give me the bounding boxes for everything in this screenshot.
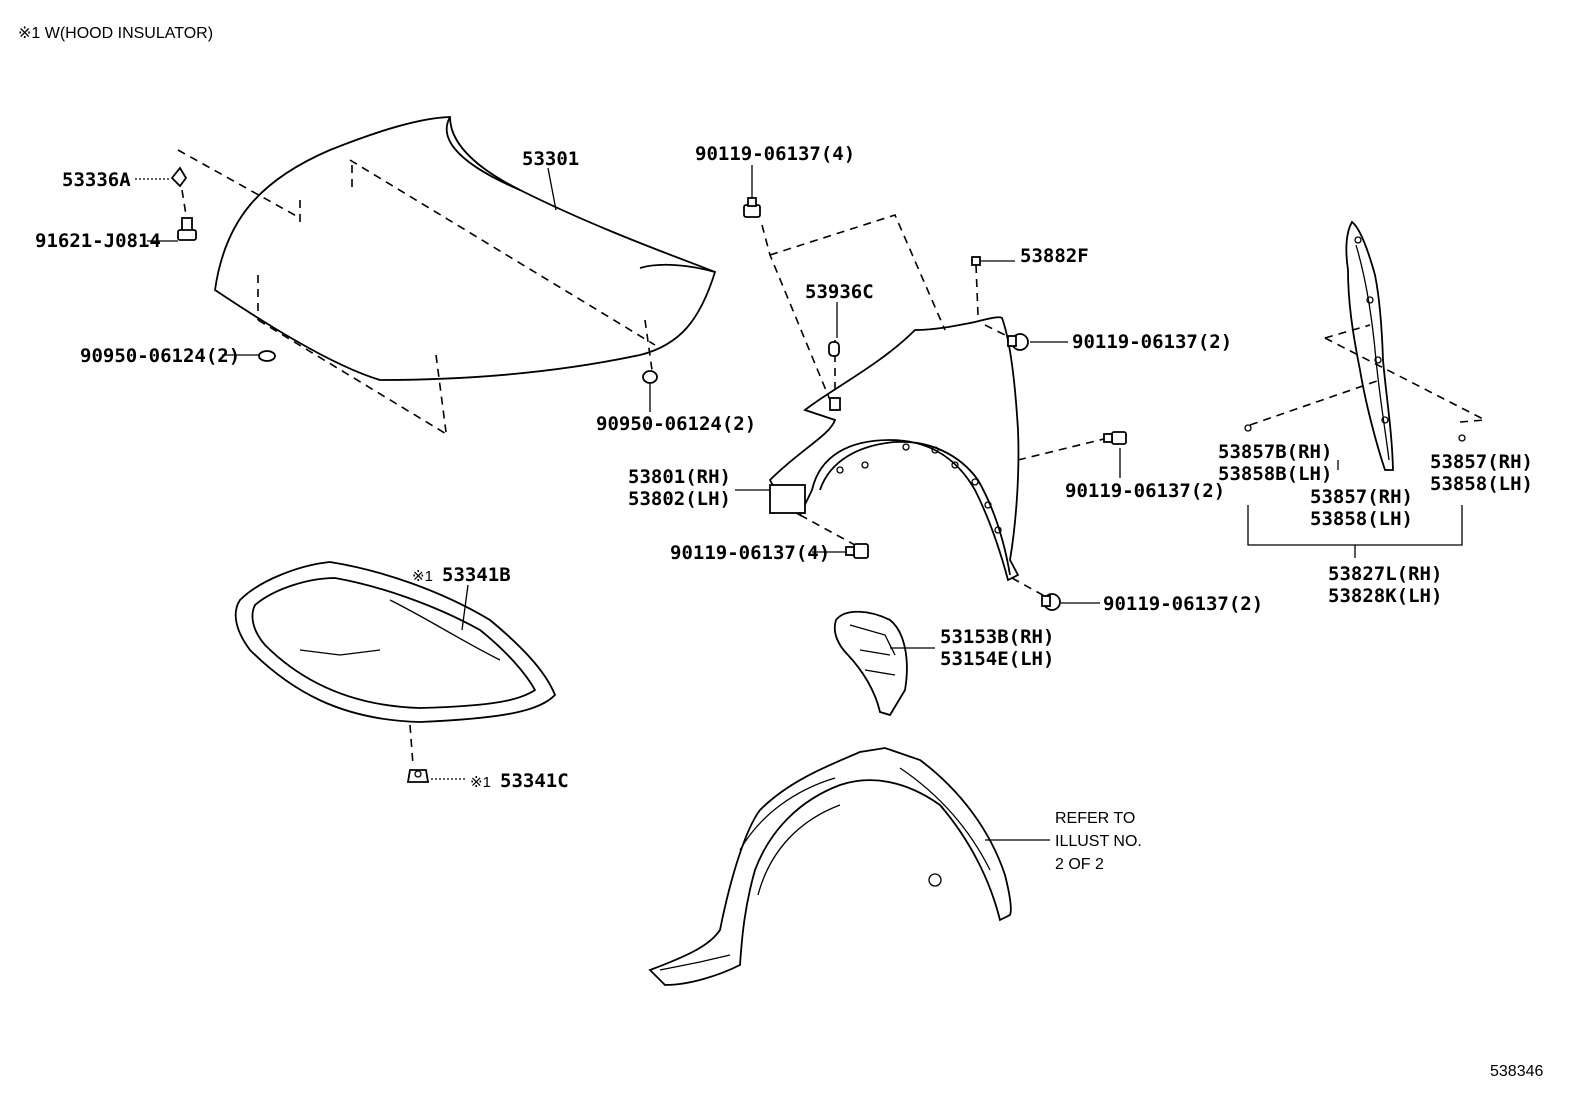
- hood-cushion-left-icon: [258, 350, 276, 362]
- fender-liner: [648, 747, 1012, 986]
- apron-clip-left-icon: [1244, 424, 1252, 432]
- label-insulator-clip: 53341C: [500, 770, 569, 792]
- apron-clip-right-icon: [1458, 434, 1466, 442]
- bolt-front-icon: [845, 543, 869, 559]
- bolt-rear-icon: [1007, 333, 1029, 351]
- label-splash-shield-lh: 53154E(LH): [940, 648, 1054, 670]
- label-fender-lh: 53802(LH): [628, 488, 731, 510]
- label-fender-seal: 53936C: [805, 281, 874, 303]
- hood-insulator: [234, 561, 557, 723]
- fender-dash-front: [799, 514, 856, 546]
- label-insulator: 53341B: [442, 564, 511, 586]
- label-hood-cushion-right: 90950-06124(2): [596, 413, 756, 435]
- fender-dash-nut: [975, 264, 979, 316]
- label-apron-seal-b-rh: 53857B(RH): [1218, 441, 1332, 463]
- label-apron-seal-assy-rh: 53827L(RH): [1328, 563, 1442, 585]
- fender-dash-top: [769, 214, 946, 331]
- hood-panel: [177, 116, 717, 436]
- bolt-mid-icon: [1103, 431, 1127, 445]
- stud-bolt-icon: [177, 217, 197, 241]
- label-fender-top-bolt: 90119-06137(4): [695, 143, 855, 165]
- label-apron-seal-mid-lh: 53858(LH): [1310, 508, 1413, 530]
- hood-cushion-right-icon: [642, 370, 658, 384]
- label-insulator-clip-mark: ※1: [470, 774, 491, 791]
- label-hood-cushion-left: 90950-06124(2): [80, 345, 240, 367]
- seal-icon: [828, 341, 840, 357]
- insulator-leader: [461, 584, 469, 631]
- fender-dash-mid: [1017, 437, 1109, 461]
- label-hood-hinge-clip: 53336A: [62, 169, 131, 191]
- insulator-clip-icon: [406, 769, 430, 783]
- refer-note-line1: REFER TO: [1055, 810, 1135, 827]
- apron-seal: [1345, 220, 1394, 471]
- apron-dash: [1249, 324, 1486, 426]
- label-insulator-mark: ※1: [412, 568, 433, 585]
- label-apron-seal-assy-lh: 53828K(LH): [1328, 585, 1442, 607]
- label-fender-rh: 53801(RH): [628, 466, 731, 488]
- fender-dash-lower: [1011, 577, 1049, 599]
- label-apron-seal-b-lh: 53858B(LH): [1218, 463, 1332, 485]
- refer-note-line3: 2 OF 2: [1055, 856, 1104, 873]
- label-hood: 53301: [522, 148, 579, 170]
- hood-hinge-clip-icon: [170, 166, 188, 216]
- diagram-id: 538346: [1490, 1063, 1543, 1080]
- bolt-top-icon: [743, 197, 761, 218]
- front-fender: [768, 316, 1020, 582]
- bolt-lower-icon: [1041, 593, 1061, 611]
- label-fender-mid-bolt: 90119-06137(2): [1065, 480, 1225, 502]
- label-fender-rear-bolt: 90119-06137(2): [1072, 331, 1232, 353]
- insulator-clip-dash: [409, 724, 414, 766]
- label-fender-lower-bolt: 90119-06137(2): [1103, 593, 1263, 615]
- splash-shield: [833, 610, 908, 717]
- label-hood-stud-bolt: 91621-J0814: [35, 230, 161, 252]
- label-fender-nut: 53882F: [1020, 245, 1089, 267]
- nut-icon: [971, 256, 981, 266]
- label-apron-seal-right-lh: 53858(LH): [1430, 473, 1533, 495]
- label-apron-seal-right-rh: 53857(RH): [1430, 451, 1533, 473]
- label-apron-seal-mid-rh: 53857(RH): [1310, 486, 1413, 508]
- label-splash-shield-rh: 53153B(RH): [940, 626, 1054, 648]
- refer-note-line2: ILLUST NO.: [1055, 833, 1142, 850]
- fender-dash-left: [761, 224, 831, 401]
- label-fender-front-bolt: 90119-06137(4): [670, 542, 830, 564]
- header-note: ※1 W(HOOD INSULATOR): [18, 25, 213, 42]
- fender-dash-rear: [984, 324, 1016, 341]
- hood-leader: [547, 167, 557, 211]
